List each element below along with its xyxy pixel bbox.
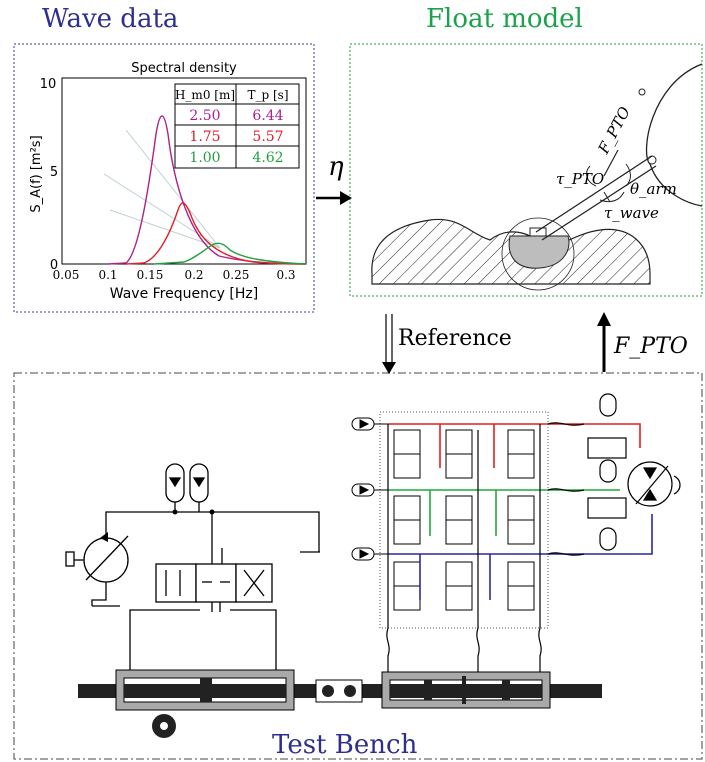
table-header-tp: T_p [s]	[247, 88, 288, 102]
hull-pivot	[638, 88, 646, 96]
curve-hm0-100	[153, 242, 307, 265]
tau-pto-arc	[586, 165, 597, 187]
ytick: 10	[40, 77, 57, 92]
table-cell: 1.75	[189, 129, 220, 145]
curve-hm0-175	[125, 202, 307, 265]
theta-arc	[625, 163, 631, 187]
xtick: 0.3	[276, 268, 295, 282]
reference-arrowhead	[382, 362, 396, 374]
fpto-force-arrow	[603, 149, 619, 177]
float-model-frame	[349, 43, 703, 297]
hose-connectors	[386, 627, 542, 672]
float-model-drawing: F_PTO τ_PTO θ_arm τ_wave	[371, 63, 702, 291]
float-arm	[535, 155, 657, 241]
fpto-up-arrowhead	[597, 312, 611, 326]
ytick: 0	[50, 258, 58, 273]
reference-label: Reference	[398, 326, 512, 351]
test-bench-title: Test Bench	[272, 730, 418, 760]
legend-table: H_m0 [m] T_p [s] 2.50 6.44 1.75 5.57 1.0…	[174, 83, 300, 169]
ytick: 5	[50, 165, 58, 180]
xtick: 0.15	[137, 268, 164, 282]
manifold-rails	[387, 424, 541, 628]
chart-title: Spectral density	[131, 61, 237, 76]
label-tau-wave: τ_wave	[604, 204, 659, 222]
xtick: 0.25	[223, 268, 250, 282]
valve-blocks	[393, 429, 535, 611]
float-model-title: Float model	[426, 4, 583, 34]
xtick: 0.05	[53, 268, 80, 282]
table-cell: 1.00	[189, 150, 220, 166]
float-connector	[529, 227, 547, 237]
table-cell: 4.62	[252, 150, 283, 166]
label-tau-pto: τ_PTO	[556, 170, 604, 188]
motor-assembly	[547, 393, 681, 556]
x-axis-label: Wave Frequency [Hz]	[110, 286, 258, 302]
table-header-hm0: H_m0 [m]	[175, 88, 235, 102]
label-theta-arm: θ_arm	[630, 180, 677, 198]
reference-lines	[103, 129, 221, 249]
y-axis-label: S_A(f) [m²s]	[29, 135, 44, 212]
xtick: 0.2	[184, 268, 203, 282]
wave-data-title: Wave data	[42, 4, 179, 34]
curve-hm0-250	[107, 115, 307, 265]
float-body	[508, 235, 570, 269]
spectral-density-chart: Spectral density 10 5 0 0.05 0.1 0.15 0.…	[29, 61, 307, 302]
fpto-label: F_PTO	[614, 334, 688, 359]
table-cell: 6.44	[252, 108, 283, 124]
eta-arrowhead	[340, 191, 352, 205]
float-circle	[501, 217, 575, 291]
valve-manifold-frame	[379, 411, 549, 629]
test-bench-frame	[13, 372, 703, 760]
left-hydraulic-circuit	[65, 463, 320, 670]
table-cell: 2.50	[189, 108, 220, 124]
eta-label: η	[328, 152, 344, 182]
xtick: 0.1	[98, 268, 117, 282]
wave-data-frame	[13, 43, 315, 313]
tau-wave-arc	[599, 191, 625, 203]
table-cell: 5.57	[252, 129, 283, 145]
inlet-ports	[351, 417, 388, 561]
